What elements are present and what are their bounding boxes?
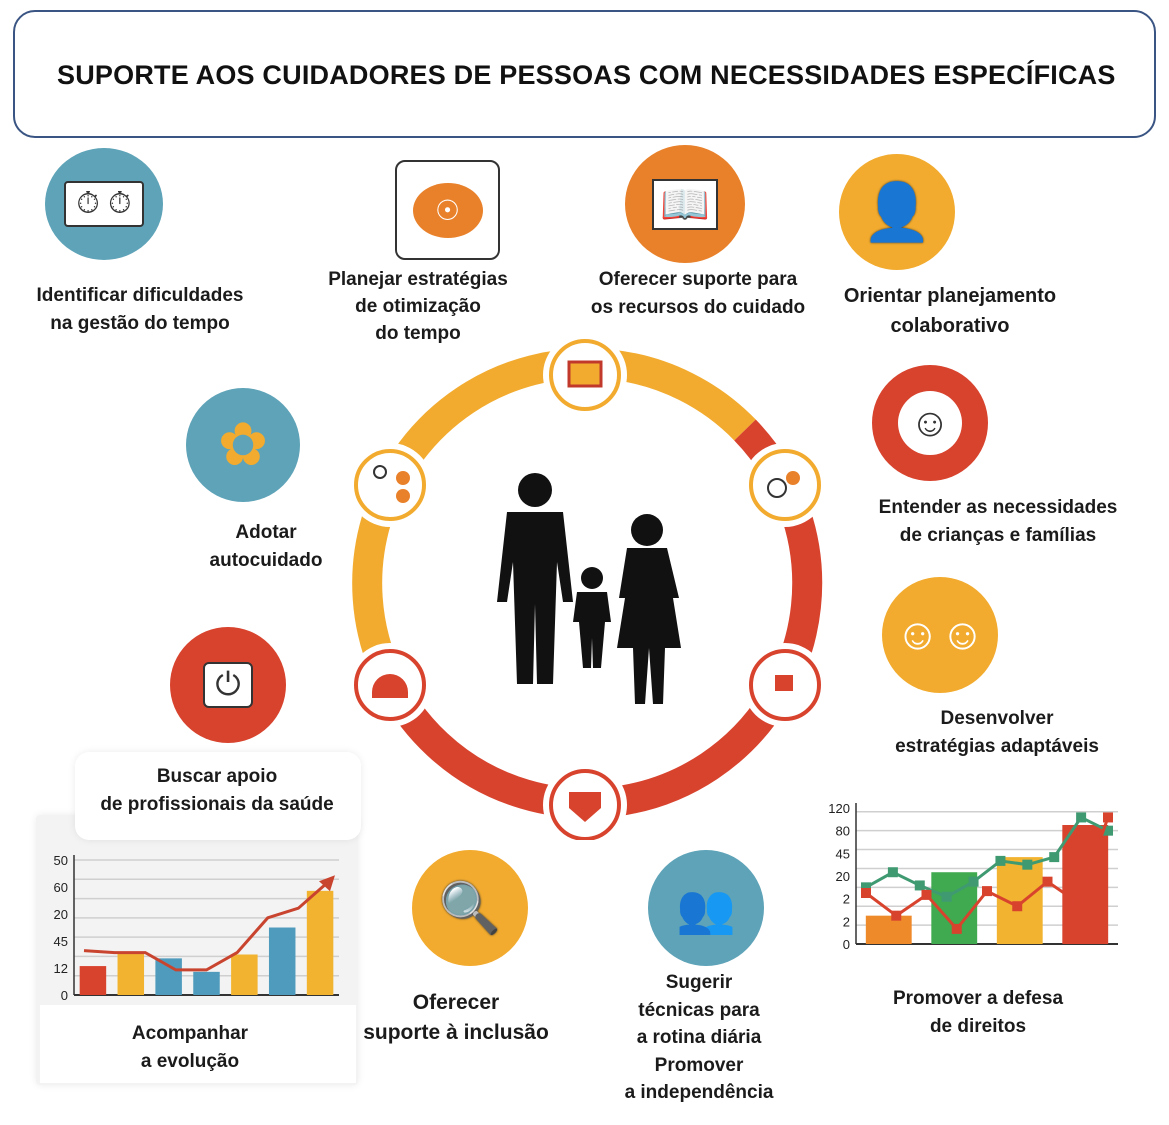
series-marker-red xyxy=(1042,876,1053,887)
y-tick-label: 80 xyxy=(836,824,850,839)
series-marker-green xyxy=(1049,852,1060,863)
series-line-trend xyxy=(83,880,330,972)
ring-node-upper-left xyxy=(348,443,432,527)
y-tick-label: 120 xyxy=(828,801,850,816)
title-box: SUPORTE AOS CUIDADORES DE PESSOAS COM NE… xyxy=(13,10,1156,138)
y-tick-label: 12 xyxy=(54,961,68,976)
bar xyxy=(231,954,258,995)
bar xyxy=(268,927,296,995)
planning-icon: ☉ xyxy=(395,160,500,260)
series-marker-red xyxy=(1103,812,1113,823)
page-title: SUPORTE AOS CUIDADORES DE PESSOAS COM NE… xyxy=(57,60,1116,90)
series-marker-green xyxy=(968,876,979,887)
series-marker-green xyxy=(914,880,925,891)
series-marker-red xyxy=(921,889,932,900)
y-tick-label: 20 xyxy=(836,869,850,884)
bar xyxy=(193,971,220,995)
two-children-icon: ☺☺ xyxy=(882,577,998,693)
bar xyxy=(865,915,912,944)
book-icon: 📖 xyxy=(625,145,745,263)
ring-node-top xyxy=(543,333,627,417)
series-marker-green xyxy=(1103,825,1113,836)
series-marker-green xyxy=(861,882,871,893)
y-tick-label: 0 xyxy=(843,937,850,952)
bar xyxy=(306,890,334,995)
center-ring xyxy=(348,333,827,840)
series-marker-green xyxy=(941,891,952,902)
magnifier-icon: 🔍 xyxy=(412,850,528,966)
series-marker-red xyxy=(1012,901,1023,912)
self-care-icon: ✿ xyxy=(186,388,300,502)
family-silhouette-icon xyxy=(497,473,681,704)
person-icon: 👤 xyxy=(839,154,955,270)
series-marker-red xyxy=(891,910,902,921)
rights-chart: 0 2 2 20 45 80 120 xyxy=(828,801,1118,952)
ring-segment-yellow xyxy=(352,348,756,676)
bar xyxy=(155,958,182,995)
series-marker-red xyxy=(982,886,992,897)
ring-segment-red xyxy=(371,419,823,819)
y-tick-label: 45 xyxy=(836,846,850,861)
series-marker-green xyxy=(887,867,898,878)
bar xyxy=(117,952,145,995)
y-tick-label: 60 xyxy=(54,880,68,895)
series-marker-green xyxy=(1022,859,1033,870)
y-tick-label: 2 xyxy=(843,914,850,929)
ring-node-upper-right xyxy=(743,443,827,527)
ring-node-bottom xyxy=(543,763,627,840)
series-line-green xyxy=(865,815,1109,899)
series-marker-red xyxy=(1072,897,1083,908)
trend-arrow xyxy=(319,875,335,892)
series-marker-green xyxy=(995,855,1006,866)
label-box-buscar xyxy=(75,752,361,840)
y-tick-label: 45 xyxy=(54,934,68,949)
bar xyxy=(79,966,107,995)
series-marker-green xyxy=(1076,812,1087,823)
evolution-chart: 0 12 45 20 60 50 xyxy=(54,853,339,1003)
y-tick-label: 2 xyxy=(843,892,850,907)
ring-node-lower-left xyxy=(348,643,432,727)
y-tick-label: 20 xyxy=(54,907,68,922)
evolution-chart-card: 0 12 45 20 60 50 xyxy=(36,815,358,1085)
clock-document-icon: ⏱ ⏱ xyxy=(45,148,163,260)
y-tick-label: 50 xyxy=(54,853,68,868)
series-marker-red xyxy=(951,923,962,934)
health-icon: ⏻ xyxy=(170,627,286,743)
series-marker-red xyxy=(861,888,871,898)
two-people-icon: 👥 xyxy=(648,850,764,966)
child-face-icon: ☺ xyxy=(872,365,988,481)
ring-node-lower-right xyxy=(743,643,827,727)
y-tick-label: 0 xyxy=(61,988,68,1003)
